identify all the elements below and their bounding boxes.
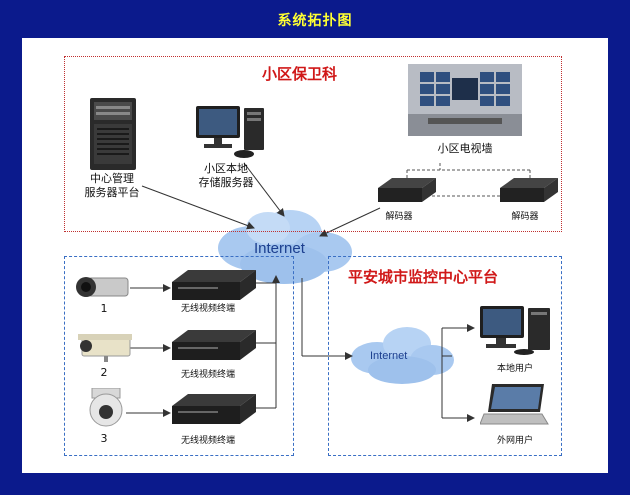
camera-number-2: 2 — [100, 366, 108, 379]
terminal-label-2: 无线视频终端 — [180, 370, 235, 380]
topology-canvas: 小区保卫科 平安城市监控中心平台 中心管理 服务器平台 小区本地 存储服 — [22, 38, 608, 473]
decoder-label-2: 解码器 — [511, 212, 539, 222]
center-server-label: 中心管理 服务器平台 — [84, 172, 140, 199]
decoder-icon — [378, 178, 436, 202]
internet-center-label: Internet — [370, 350, 408, 362]
connection-lines — [126, 162, 531, 422]
terminal-label-3: 无线视频终端 — [180, 436, 235, 446]
community-security-region — [64, 56, 562, 232]
local-user-label: 本地用户 — [496, 364, 533, 374]
storage-server-label: 小区本地 存储服务器 — [198, 162, 254, 189]
video-wall-icon — [408, 64, 522, 136]
internet-cloud-center — [351, 327, 454, 384]
wireless-terminal-icon — [172, 330, 256, 360]
camera-region — [64, 256, 294, 456]
external-user-label: 外网用户 — [496, 436, 533, 446]
monitor-center-title: 平安城市监控中心平台 — [348, 268, 499, 286]
camera-number-3: 3 — [100, 432, 108, 445]
decoder-label-1: 解码器 — [385, 212, 413, 222]
camera-3-icon — [89, 388, 123, 427]
desktop-computer-icon — [480, 306, 550, 355]
internet-cloud-main — [218, 210, 352, 284]
camera-1-icon — [76, 277, 129, 297]
wireless-terminal-icon — [172, 270, 256, 300]
monitor-center-region — [328, 256, 562, 456]
community-security-title: 小区保卫科 — [262, 65, 338, 83]
video-wall-label: 小区电视墙 — [437, 142, 493, 155]
camera-number-1: 1 — [100, 302, 108, 315]
wireless-terminal-icon — [172, 394, 256, 424]
page-title: 系统拓扑图 — [277, 13, 353, 29]
laptop-icon — [480, 384, 549, 425]
internet-main-label: Internet — [254, 240, 305, 257]
camera-2-icon — [78, 334, 132, 362]
server-tower-icon — [90, 98, 136, 170]
storage-server-icon — [196, 106, 264, 158]
terminal-label-1: 无线视频终端 — [180, 304, 235, 314]
decoder-icon — [500, 178, 558, 202]
